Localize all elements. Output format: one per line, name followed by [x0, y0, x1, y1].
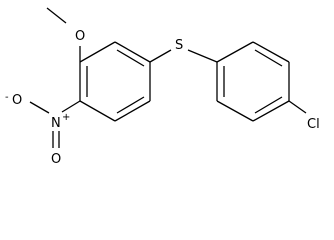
- ring2-bond-double-inner: [254, 49, 283, 67]
- ring1-bond: [114, 100, 151, 122]
- charge-nitrogen-positive: +: [62, 112, 70, 123]
- atom-label-sulfur: S: [175, 38, 183, 53]
- ring2-bond: [252, 100, 290, 122]
- atom-label-nitro-oxygen-double: O: [51, 152, 61, 167]
- bond-ring1-nitrogen: [61, 100, 81, 113]
- ring1-bond: [114, 41, 151, 63]
- chemical-structure-diagram: O S N + O - O Cl: [5, 7, 320, 167]
- ring1-bond-double-inner: [116, 96, 145, 114]
- atom-label-chlorine: Cl: [307, 117, 320, 132]
- ring1-bond: [79, 41, 116, 63]
- bond-sulfur-ring2: [187, 49, 218, 63]
- ring1-bond-double-inner: [116, 49, 145, 67]
- ring1-bond: [79, 100, 116, 122]
- nitro-methoxy-benzene-ring: [79, 41, 151, 122]
- ring2-bond: [216, 41, 254, 63]
- ring2-bond-double-inner: [254, 96, 283, 114]
- chlorophenyl-ring: [216, 41, 290, 122]
- bond-methyl-oxygen: [46, 7, 67, 24]
- bond-ring2-chlorine: [288, 100, 307, 114]
- atom-label-nitro-oxygen-negative: O: [12, 93, 22, 108]
- bond-nitrogen-oxygen-single: [29, 101, 50, 114]
- atom-label-nitrogen: N: [51, 116, 61, 131]
- ring2-bond: [252, 41, 290, 63]
- atom-label-methoxy-oxygen: O: [75, 29, 85, 44]
- charge-oxygen-negative: -: [5, 92, 9, 103]
- bond-ring1-sulfur: [149, 49, 172, 63]
- ring2-bond: [216, 100, 254, 122]
